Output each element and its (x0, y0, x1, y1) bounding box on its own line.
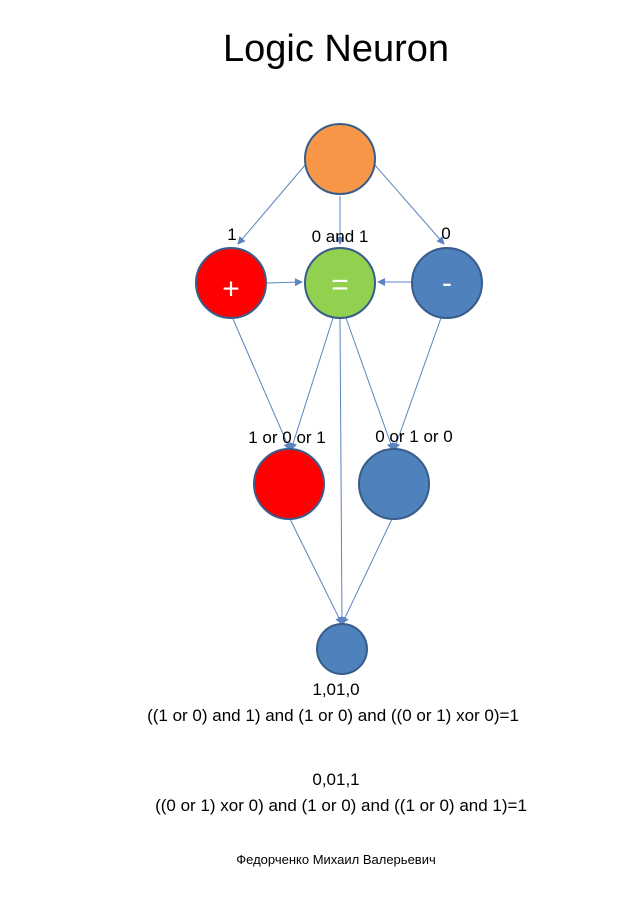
edge-top-to-plus (237, 163, 307, 245)
label-to-mid-right: 0 or 1 or 0 (375, 427, 453, 446)
edge-minus-to-mid-right (392, 317, 442, 451)
minus-node (411, 247, 483, 319)
second-result-label: 0,01,1 (312, 770, 360, 789)
minus-node-symbol: - (442, 267, 452, 300)
plus-node (195, 247, 267, 319)
edge-equal-to-mid-left (289, 317, 334, 451)
author-name: Федорченко Михаил Валерьевич (236, 852, 436, 867)
edge-equal-to-bottom (337, 317, 346, 625)
diagram-title: Logic Neuron (222, 28, 450, 70)
plus-node-symbol: + (222, 273, 240, 306)
equal-node-symbol: = (331, 269, 349, 302)
equal-node (304, 247, 376, 319)
mid-left-node (253, 448, 325, 520)
edge-mid-left-to-bottom (289, 518, 343, 625)
edge-plus-to-equal (266, 278, 303, 287)
output-node (316, 623, 368, 675)
edge-mid-right-to-bottom (341, 518, 393, 625)
label-to-equal: 0 and 1 (312, 227, 369, 246)
edge-top-to-minus (373, 163, 445, 245)
mid-right-node (358, 448, 430, 520)
first-expression: ((1 or 0) and 1) and (1 or 0) and ((0 or… (147, 706, 519, 725)
edge-plus-to-mid-left (232, 318, 291, 451)
label-to-minus: 0 (441, 224, 450, 243)
second-expression: ((0 or 1) xor 0) and (1 or 0) and ((1 or… (155, 796, 527, 815)
label-to-plus: 1 (227, 225, 236, 244)
edge-equal-to-mid-right (345, 317, 395, 451)
first-result-label: 1,01,0 (312, 680, 360, 699)
label-to-mid-left: 1 or 0 or 1 (248, 428, 326, 447)
top-input-node (304, 123, 376, 195)
